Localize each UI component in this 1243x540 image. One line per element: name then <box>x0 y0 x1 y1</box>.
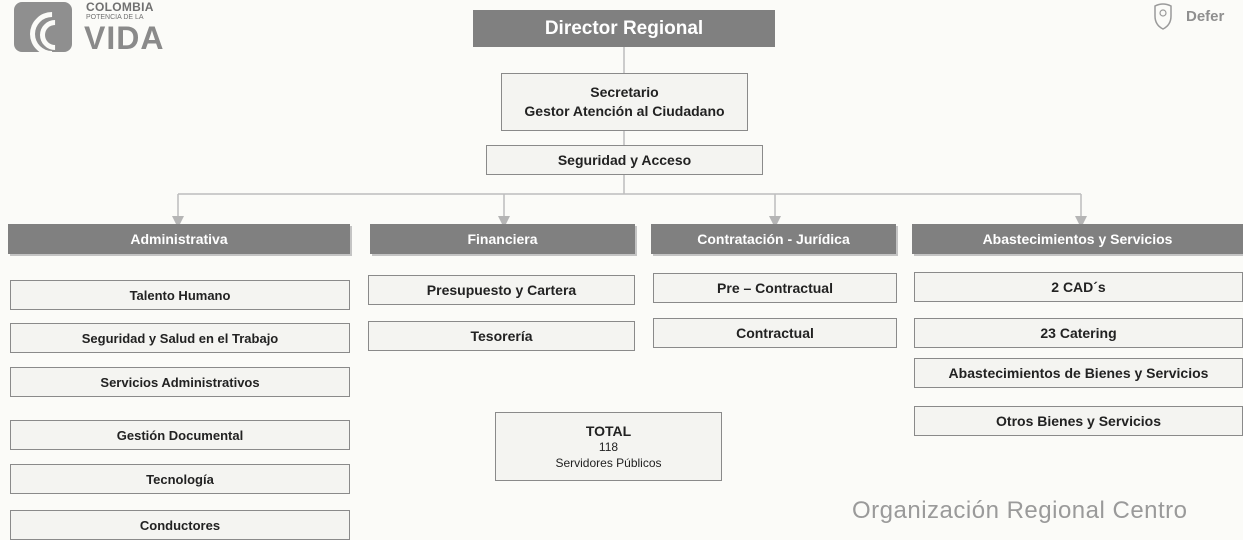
area-header-contratacion-juridica: Contratación - Jurídica <box>651 224 896 254</box>
unit-box-gestion-documental: Gestión Documental <box>10 420 350 450</box>
unit-box-tecnologia: Tecnología <box>10 464 350 494</box>
area-header-financiera: Financiera <box>370 224 635 254</box>
unit-box-tesoreria: Tesorería <box>368 321 635 351</box>
unit-box-seguridad-salud-trabajo: Seguridad y Salud en el Trabajo <box>10 323 350 353</box>
secretario-title: Secretario <box>590 84 659 100</box>
secretario-box: Secretario Gestor Atención al Ciudadano <box>501 73 748 131</box>
logo-colombia-text: COLOMBIA <box>86 0 154 14</box>
unit-box-conductores: Conductores <box>10 510 350 540</box>
total-servidores-box: TOTAL 118 Servidores Públicos <box>495 412 722 481</box>
director-regional-box: Director Regional <box>473 10 775 47</box>
unit-box-pre-contractual: Pre – Contractual <box>653 273 897 303</box>
logo-vida-text: VIDA <box>84 20 165 56</box>
area-header-abastecimientos-servicios: Abastecimientos y Servicios <box>912 224 1243 254</box>
total-label: TOTAL <box>585 422 632 439</box>
coat-of-arms-icon <box>1154 3 1172 30</box>
logo-mark-icon <box>14 2 84 66</box>
seguridad-acceso-box: Seguridad y Acceso <box>486 145 763 175</box>
logo-potencia-text: POTENCIA DE LA <box>86 14 144 21</box>
total-unit: Servidores Públicos <box>555 455 662 470</box>
gestor-atencion-title: Gestor Atención al Ciudadano <box>524 103 725 119</box>
unit-box-abastecimientos-bienes-servicios: Abastecimientos de Bienes y Servicios <box>914 358 1243 388</box>
total-count: 118 <box>598 439 619 454</box>
unit-box-presupuesto-cartera: Presupuesto y Cartera <box>368 275 635 305</box>
unit-box-cads: 2 CAD´s <box>914 272 1243 302</box>
organization-title: Organización Regional Centro <box>852 497 1188 524</box>
ministry-name-text: Defer <box>1186 8 1225 25</box>
area-header-administrativa: Administrativa <box>8 224 350 254</box>
unit-box-otros-bienes-servicios: Otros Bienes y Servicios <box>914 406 1243 436</box>
unit-box-catering: 23 Catering <box>914 318 1243 348</box>
unit-box-servicios-administrativos: Servicios Administrativos <box>10 367 350 397</box>
colombia-potencia-de-la-vida-logo: COLOMBIA POTENCIA DE LA VIDA <box>14 0 184 66</box>
unit-box-talento-humano: Talento Humano <box>10 280 350 310</box>
unit-box-contractual: Contractual <box>653 318 897 348</box>
